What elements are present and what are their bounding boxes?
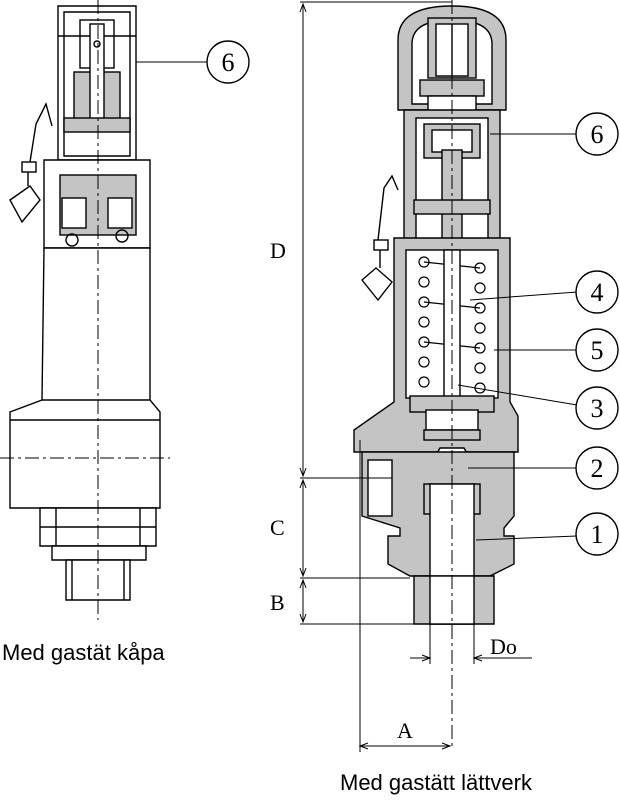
callout-6-left: 6 xyxy=(222,48,235,77)
left-valve xyxy=(0,0,170,620)
caption-right: Med gastätt lättverk xyxy=(340,770,532,795)
callout-6-right: 6 xyxy=(591,120,604,149)
callout-2: 2 xyxy=(591,454,604,483)
dimension-lines xyxy=(299,1,532,752)
callout-3: 3 xyxy=(591,394,604,423)
dim-label-d: D xyxy=(270,238,286,263)
dim-label-a: A xyxy=(397,718,413,743)
callout-5: 5 xyxy=(591,336,604,365)
callout-leaders xyxy=(136,61,578,541)
dim-label-b: B xyxy=(270,590,285,615)
caption-left: Med gastät kåpa xyxy=(2,640,165,665)
callout-circles xyxy=(206,40,619,556)
callout-4: 4 xyxy=(591,278,604,307)
dim-label-c: C xyxy=(270,515,285,540)
callout-1: 1 xyxy=(591,520,604,549)
right-valve xyxy=(353,0,519,750)
dim-label-do: Do xyxy=(490,634,517,659)
